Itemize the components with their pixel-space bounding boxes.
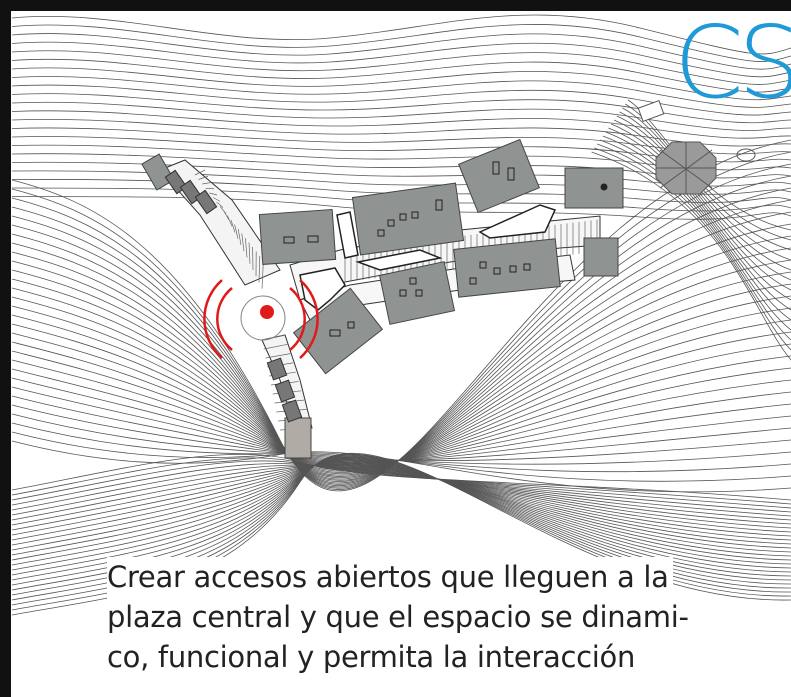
contour-line: [11, 50, 791, 85]
building-g: [292, 287, 384, 375]
contour-line: [11, 101, 791, 131]
focal-point-highlight: [203, 279, 319, 359]
contour-line: [11, 223, 791, 483]
contour-line: [11, 295, 791, 475]
contour-line: [605, 131, 791, 311]
building-c: [458, 138, 540, 214]
building-f: [378, 261, 456, 325]
frame-top-border: [0, 0, 791, 11]
contour-line: [11, 24, 791, 62]
contour-line: [11, 368, 791, 464]
contour-line: [11, 14, 791, 55]
walkway-stripe: [230, 219, 236, 233]
contour-line: [594, 147, 791, 351]
walkway-stripe: [274, 399, 304, 404]
walkway-stripe: [223, 210, 230, 221]
walkway-stripe: [248, 242, 251, 264]
contour-line: [11, 404, 791, 462]
building-e: [453, 238, 561, 298]
walkway-stripe: [194, 169, 206, 176]
walkway-stripe: [227, 215, 233, 227]
walkway-stripe: [265, 353, 291, 359]
contour-line: [611, 123, 791, 291]
building-openings: [283, 161, 608, 337]
contour-line: [11, 305, 791, 473]
contour-line: [11, 84, 791, 116]
contour-line: [11, 271, 791, 477]
contour-line: [11, 118, 791, 147]
contour-line: [11, 76, 791, 108]
contour-line: [11, 67, 791, 101]
contour-line: [11, 283, 791, 476]
contour-line: [11, 33, 791, 70]
contour-line: [11, 235, 791, 481]
contour-line: [11, 458, 791, 581]
walkway-stripe: [234, 224, 239, 239]
contour-line: [597, 143, 791, 341]
access-stairs: [164, 169, 303, 423]
walkway-stripe: [237, 228, 242, 246]
contour-line: [11, 359, 791, 466]
contour-line: [11, 110, 791, 139]
walkway-stripe: [198, 175, 209, 180]
frame-left-border: [0, 0, 11, 697]
contour-lines: [11, 14, 791, 616]
cs-logo: CS: [674, 4, 791, 121]
walkway-stripe: [261, 260, 264, 289]
small-round-element: [736, 148, 756, 162]
caption-line-1: Crear accesos abiertos que lleguen a la: [107, 557, 673, 597]
focal-point-marker: [260, 305, 274, 319]
walkway-stripe: [216, 201, 224, 208]
contour-line: [613, 119, 791, 281]
contour-line: [602, 135, 791, 321]
walkway-stripe: [258, 255, 261, 283]
contour-line: [11, 259, 791, 479]
octagonal-gazebo: [655, 141, 717, 195]
caption-line-2: plaza central y que el espacio se dinami…: [107, 597, 693, 637]
walkway-stripe: [202, 182, 212, 185]
caption-line-3: co, funcional y permita la interacción: [107, 637, 640, 677]
contour-line: [11, 247, 791, 480]
building-a: [258, 208, 337, 265]
contour-line: [599, 139, 791, 331]
contour-line: [11, 314, 791, 472]
building-d: [564, 167, 624, 209]
walkway-stripe: [245, 237, 248, 258]
contour-line: [11, 341, 791, 468]
walkway-stripe: [209, 192, 218, 196]
caption-text: Crear accesos abiertos que lleguen a la …: [107, 557, 747, 677]
contour-line: [11, 58, 791, 93]
building-h: [583, 237, 619, 277]
contour-line: [11, 211, 791, 484]
walkway-stripe: [241, 233, 245, 252]
contour-line: [11, 332, 791, 470]
contour-line: [11, 93, 791, 124]
walkway-stripe: [212, 197, 221, 202]
contour-line: [11, 136, 791, 163]
courtyards: [299, 204, 557, 311]
contour-line: [11, 41, 791, 78]
contour-line: [11, 395, 791, 461]
contour-line: [11, 350, 791, 467]
contour-line: [591, 151, 791, 361]
contour-line: [11, 199, 791, 485]
contour-line: [608, 127, 791, 301]
contour-line: [11, 187, 791, 486]
contour-line: [11, 144, 791, 171]
contour-line: [11, 323, 791, 471]
contour-line: [11, 127, 791, 155]
walkway-stripe: [263, 343, 288, 350]
contour-line: [11, 440, 791, 493]
